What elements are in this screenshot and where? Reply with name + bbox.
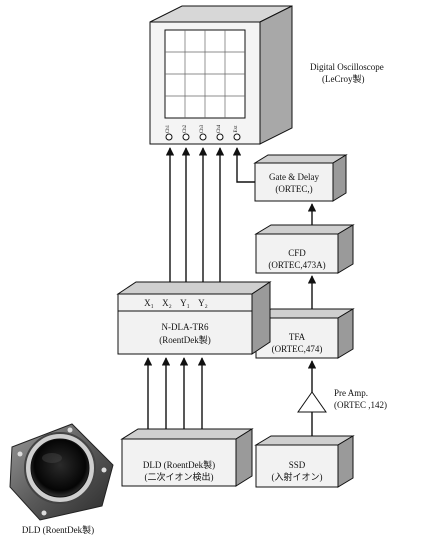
gate-delay-title: Gate & Delay: [269, 172, 319, 182]
dld-title: DLD (RoentDek製): [143, 459, 215, 470]
ndla-output-x2: X₂: [162, 298, 172, 308]
oscilloscope-name: Digital Oscilloscope: [310, 62, 384, 72]
oscilloscope: Ch1 Ch2 Ch3 Ch4 Ext: [150, 6, 292, 144]
ssd-box: SSD (入射イオン): [256, 436, 353, 487]
ndla-output-y2: Y₂: [198, 298, 208, 308]
oscilloscope-maker: (LeCroy製): [322, 73, 365, 84]
ndla-maker: (RoentDek製): [159, 334, 211, 345]
gate-delay-model: (ORTEC,): [275, 184, 312, 194]
preamp-model: (ORTEC ,142): [334, 400, 387, 410]
channel-label-2: Ch2: [183, 124, 188, 133]
oscilloscope-screen: [165, 30, 245, 118]
ndla-output-y1: Y₁: [180, 298, 190, 308]
tfa-box: TFA (ORTEC,474): [256, 309, 353, 358]
channel-label-ext: Ext: [234, 125, 239, 133]
cfd-title: CFD: [288, 248, 306, 258]
dld-photo: [10, 424, 113, 520]
dld-role: (二次イオン検出): [145, 471, 214, 482]
ssd-role: (入射イオン): [272, 471, 323, 482]
cfd-box: CFD (ORTEC,473A): [256, 225, 353, 273]
preamp-title: Pre Amp.: [334, 388, 368, 398]
channel-label-3: Ch3: [200, 124, 205, 133]
dld-box: DLD (RoentDek製) (二次イオン検出): [122, 429, 252, 486]
channel-label-1: Ch1: [166, 124, 171, 133]
tfa-model: (ORTEC,474): [272, 344, 323, 354]
gate-delay-box: Gate & Delay (ORTEC,): [255, 155, 346, 201]
tfa-title: TFA: [289, 332, 306, 342]
preamp-symbol: [298, 392, 326, 412]
link-gate-to-ext: [237, 148, 255, 182]
channel-label-4: Ch4: [217, 124, 222, 133]
ssd-title: SSD: [289, 460, 306, 470]
ndla-title: N-DLA-TR6: [162, 322, 209, 332]
ndla-box: X₁ X₂ Y₁ Y₂ N-DLA-TR6 (RoentDek製): [118, 282, 270, 354]
dld-photo-caption: DLD (RoentDek製): [22, 524, 94, 535]
cfd-model: (ORTEC,473A): [268, 260, 325, 270]
ndla-output-x1: X₁: [144, 298, 154, 308]
